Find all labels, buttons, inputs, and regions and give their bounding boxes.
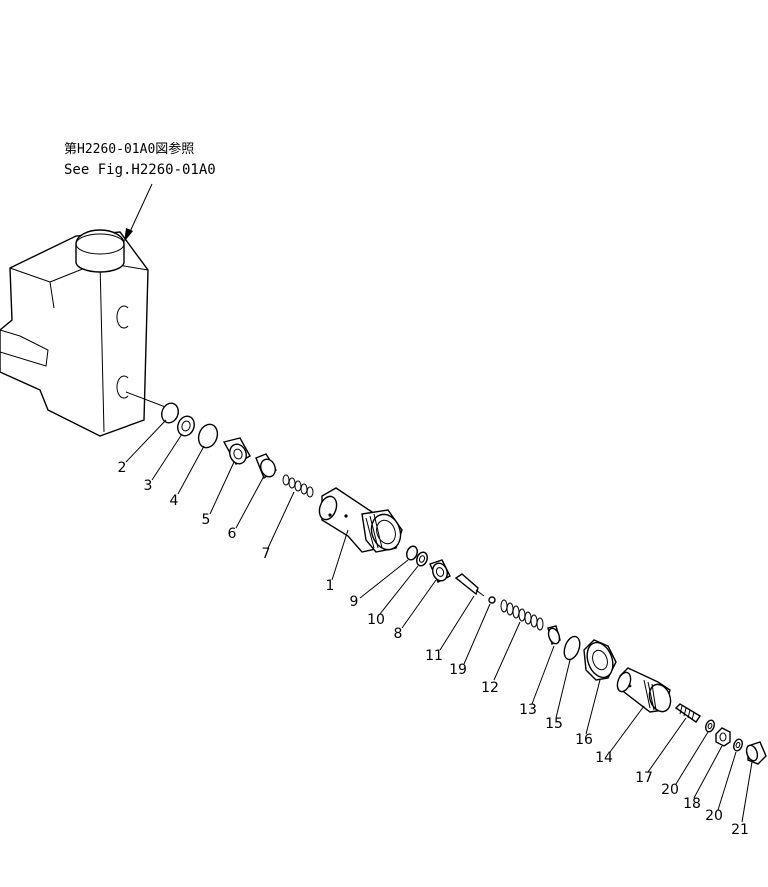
callout-7: 7	[261, 546, 271, 562]
callout-20-lower: 20	[705, 808, 723, 824]
part-3-backup-ring	[177, 415, 195, 437]
callout-19: 19	[449, 662, 467, 678]
callout-3: 3	[143, 478, 153, 494]
callout-21: 21	[731, 822, 749, 838]
assembly-axis-line	[125, 391, 169, 409]
part-5-sleeve	[222, 437, 251, 465]
part-8-seat	[429, 559, 451, 583]
callout-9: 9	[349, 594, 359, 610]
part-10-backup-ring	[416, 551, 428, 567]
part-17-set-screw	[674, 703, 701, 723]
callout-15: 15	[545, 716, 563, 732]
callout-13: 13	[519, 702, 537, 718]
callout-20-upper: 20	[661, 782, 679, 798]
valve-housing	[0, 229, 149, 437]
part-7-spring	[282, 474, 314, 498]
callout-8: 8	[393, 626, 403, 642]
part-15-o-ring	[563, 635, 581, 661]
part-2-o-ring	[161, 402, 179, 424]
callout-18: 18	[683, 796, 701, 812]
callout-17: 17	[635, 770, 653, 786]
reference-note-japanese: 第H2260-01A0図参照	[64, 142, 195, 157]
part-21-cap-nut	[745, 741, 767, 765]
part-1-valve-body	[318, 487, 403, 553]
callout-14: 14	[595, 750, 613, 766]
callout-4: 4	[169, 493, 179, 509]
reference-note-english: See Fig.H2260-01A0	[64, 162, 216, 178]
part-16-lock-nut	[583, 639, 617, 681]
part-18-nut	[715, 727, 731, 747]
callout-16: 16	[575, 732, 593, 748]
callout-12: 12	[481, 680, 499, 696]
part-9-o-ring	[406, 545, 418, 561]
callout-6: 6	[227, 526, 237, 542]
callout-11: 11	[425, 648, 443, 664]
part-19-ball	[488, 596, 496, 604]
part-13-spring-seat	[547, 625, 561, 646]
reference-arrow	[124, 183, 153, 242]
part-20-washer-lower	[733, 738, 743, 752]
leader-lines	[125, 419, 753, 823]
part-11-poppet	[454, 573, 485, 597]
part-12-spring	[500, 599, 544, 631]
part-6-spring-seat	[255, 453, 277, 480]
part-14-adjusting-screw	[616, 667, 672, 713]
callout-2: 2	[117, 460, 127, 476]
callout-1: 1	[325, 578, 335, 594]
callout-10: 10	[367, 612, 385, 628]
part-4-o-ring	[197, 423, 219, 449]
callout-5: 5	[201, 512, 211, 528]
part-20-washer-upper	[705, 719, 715, 733]
